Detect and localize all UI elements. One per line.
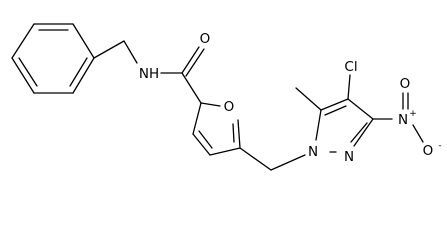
benzyl-amide-linker [93, 40, 205, 104]
benzene-ring [11, 23, 95, 94]
chloro-bond [347, 74, 351, 100]
nitro-o-charge: - [438, 141, 441, 151]
nitro-oxygen-right-label: O [423, 143, 434, 159]
pyrazole-n2-label: N [344, 149, 354, 165]
methylene-bridge [270, 154, 306, 171]
nitro-n-charge: + [409, 109, 417, 119]
methylene-bridge [239, 147, 272, 171]
amide-nh-label: NH [139, 66, 159, 82]
furan-ring [192, 102, 241, 156]
pyrazole-ring [315, 98, 374, 153]
methyl-bond [295, 87, 322, 111]
pyrazole-n1-label: N [308, 144, 318, 160]
carbonyl-oxygen-label: O [200, 31, 211, 47]
nitro-o-right-bond [412, 124, 424, 143]
chemical-structure: NH O O Cl N N N + O O - [11, 23, 442, 171]
furan-oxygen-label: O [224, 99, 235, 115]
nitro-nitrogen-label: N [398, 112, 408, 128]
chloro-label: Cl [344, 59, 357, 75]
nitro-oxygen-top-label: O [400, 76, 411, 92]
